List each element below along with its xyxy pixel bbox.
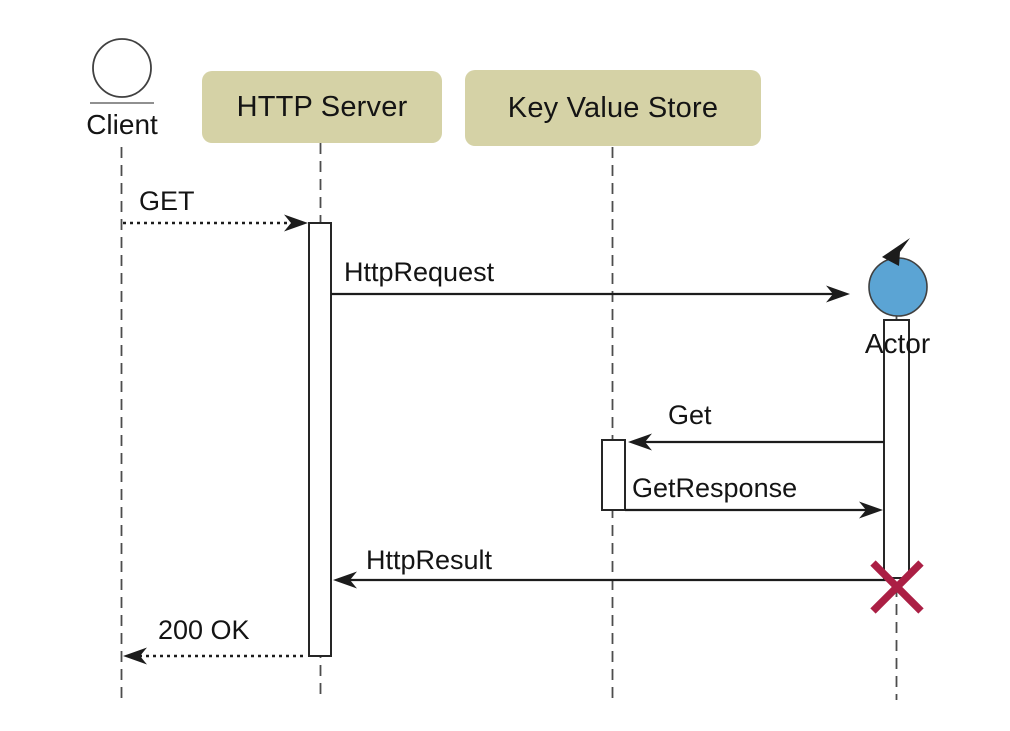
arrowhead-right-icon: [859, 501, 883, 519]
destroy-x-stroke: [870, 560, 924, 614]
arrowhead-right-icon: [826, 285, 850, 303]
activation-bar-actor: [883, 319, 910, 579]
activation-bar-kv-store: [601, 439, 626, 511]
arrowhead-left-icon: [628, 433, 652, 451]
participant-box-http-server: HTTP Server: [202, 71, 442, 143]
loop-arrow-icon: [882, 238, 910, 266]
arrowhead-right-icon: [284, 214, 308, 232]
participant-label-kv-store: Key Value Store: [507, 91, 719, 124]
participant-box-kv-store: Key Value Store: [465, 70, 761, 146]
actor-circle-icon: [868, 257, 928, 317]
activation-bar-http-server: [308, 222, 332, 657]
arrowhead-left-icon: [333, 571, 357, 589]
participant-label-http-server: HTTP Server: [236, 90, 408, 123]
arrowhead-left-icon: [123, 647, 147, 665]
client-interface-circle-icon: [92, 38, 152, 98]
destroy-x-icon: [870, 560, 924, 614]
